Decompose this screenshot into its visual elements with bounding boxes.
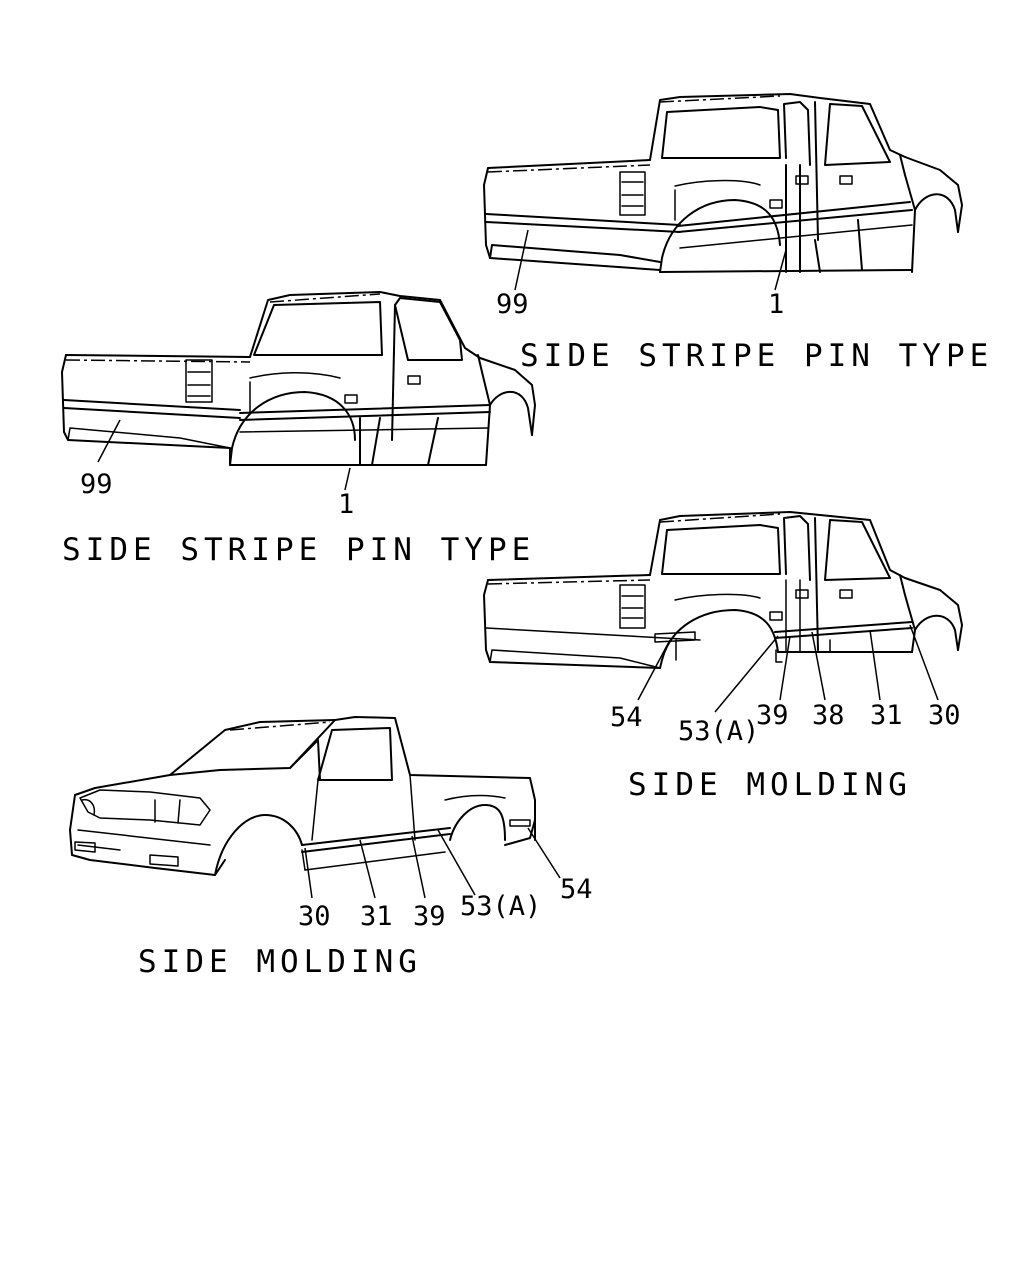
callout-54: 54 <box>610 702 643 733</box>
callout-1: 1 <box>768 289 784 320</box>
callout-30: 30 <box>928 700 961 731</box>
callout-39: 39 <box>756 700 789 731</box>
callout-30: 30 <box>298 901 331 932</box>
truck-crew-cab-molding: 54 53(A) 39 38 31 30 SIDE MOLDING <box>483 511 963 803</box>
truck-space-cab-stripe: 99 1 SIDE STRIPE PIN TYPE <box>61 291 536 568</box>
caption-side-stripe-pin-type: SIDE STRIPE PIN TYPE <box>62 532 535 568</box>
caption-side-molding: SIDE MOLDING <box>628 767 912 803</box>
caption-side-stripe-pin-type: SIDE STRIPE PIN TYPE <box>520 338 993 374</box>
callout-99: 99 <box>496 289 529 320</box>
callout-54: 54 <box>560 874 593 905</box>
callout-38: 38 <box>812 700 845 731</box>
truck-crew-cab-stripe: 99 1 SIDE STRIPE PIN TYPE <box>483 93 993 374</box>
callout-1: 1 <box>338 489 354 520</box>
callout-99: 99 <box>80 469 113 500</box>
callout-31: 31 <box>360 901 393 932</box>
callout-39: 39 <box>413 901 446 932</box>
callout-53a: 53(A) <box>678 716 759 747</box>
truck-space-cab-molding: 30 31 39 53(A) 54 SIDE MOLDING <box>69 716 593 980</box>
callout-53a: 53(A) <box>460 891 541 922</box>
callout-31: 31 <box>870 700 903 731</box>
caption-side-molding: SIDE MOLDING <box>138 944 422 980</box>
